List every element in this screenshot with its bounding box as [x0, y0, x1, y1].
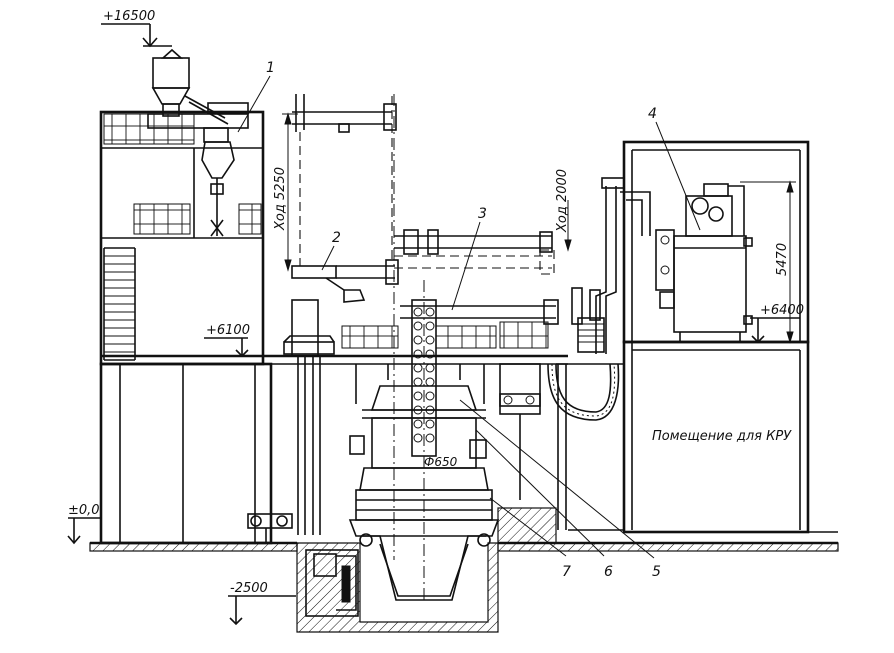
kru-room-label: Помещение для КРУ — [652, 429, 792, 444]
callout-label: 3 — [478, 206, 487, 222]
furnace-transformer: 5470 +6400 — [655, 180, 804, 344]
diameter-label: Ф650 — [424, 455, 458, 469]
callout-label: 6 — [604, 564, 613, 580]
callout-label: 4 — [648, 106, 657, 122]
stroke-5250-label: Ход 5250 — [273, 167, 288, 231]
elevation-floor-label: +6100 — [206, 323, 250, 338]
elevation-zero-label: ±0,0 — [68, 503, 100, 518]
furnace-pit: -2500 — [228, 542, 499, 633]
floor-slab — [101, 321, 568, 530]
callout-4: 4 — [648, 106, 701, 231]
callout-6: 6 — [475, 429, 613, 580]
electrode-holder-arm: Ход 2000 — [394, 169, 572, 325]
callout-label: 5 — [652, 564, 661, 580]
foundation-block — [497, 507, 557, 544]
furnace-roof: Ф650 — [349, 363, 541, 500]
transformer-building: Помещение для КРУ — [556, 140, 838, 534]
charge-hopper — [147, 48, 249, 237]
callout-label: 1 — [266, 60, 275, 76]
stroke-2000-label: Ход 2000 — [555, 169, 570, 233]
callout-1: 1 — [237, 60, 275, 133]
stroke-dimension-5250: Ход 5250 — [273, 112, 298, 272]
callout-label: 2 — [332, 230, 341, 246]
elevation-mark-top: +16500 — [101, 9, 172, 48]
furnace-body — [348, 467, 500, 601]
staircase — [103, 247, 136, 361]
elevation-transformer-label: +6400 — [760, 303, 804, 318]
height-5470-label: 5470 — [775, 243, 790, 276]
elevation-mark-zero: ±0,0 — [67, 503, 102, 545]
callout-2: 2 — [321, 230, 341, 271]
callout-7: 7 — [489, 497, 571, 580]
elevation-mark-floor: +6100 — [204, 323, 250, 358]
callout-label: 7 — [562, 564, 571, 580]
callout-3: 3 — [451, 206, 487, 311]
elevation-top-label: +16500 — [103, 9, 155, 24]
elevation-pit-label: -2500 — [230, 581, 268, 596]
callout-5: 5 — [459, 399, 661, 580]
left-building — [99, 110, 273, 545]
electrode-column — [411, 280, 437, 600]
short-network-bus — [547, 177, 651, 421]
electrode-mast — [283, 94, 399, 560]
floor-mechanism — [247, 513, 293, 543]
